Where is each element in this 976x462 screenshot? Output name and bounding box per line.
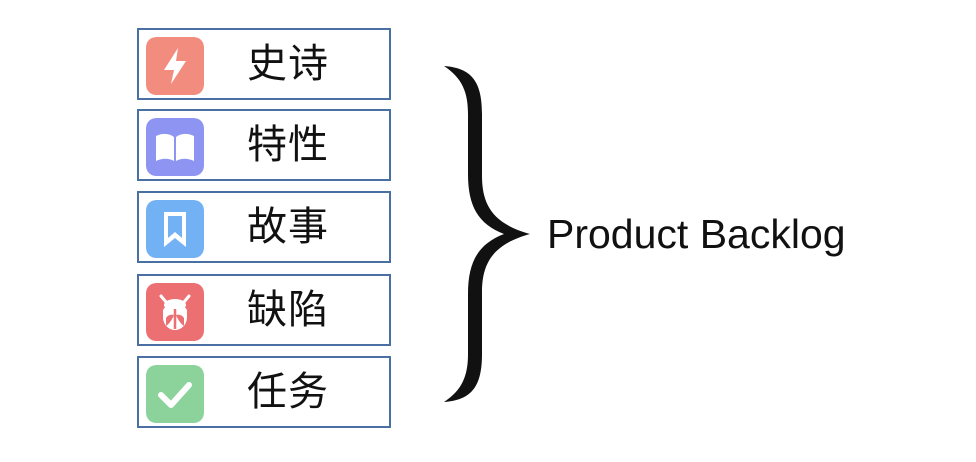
backlog-item-task: 任务 [137,356,391,428]
open-book-icon [146,118,204,176]
check-icon [146,365,204,423]
backlog-item-label: 故事 [247,204,329,250]
bookmark-icon [146,200,204,258]
lightning-icon [146,37,204,95]
backlog-item-label: 任务 [247,369,329,415]
backlog-item-feature: 特性 [137,109,391,181]
backlog-item-label: 史诗 [247,41,329,87]
right-curly-brace [438,58,534,410]
backlog-item-defect: 缺陷 [137,274,391,346]
product-backlog-label: Product Backlog [547,211,846,257]
backlog-item-story: 故事 [137,191,391,263]
backlog-item-label: 特性 [247,122,329,168]
bug-icon [146,283,204,341]
backlog-item-epic: 史诗 [137,28,391,100]
backlog-item-label: 缺陷 [247,287,329,333]
